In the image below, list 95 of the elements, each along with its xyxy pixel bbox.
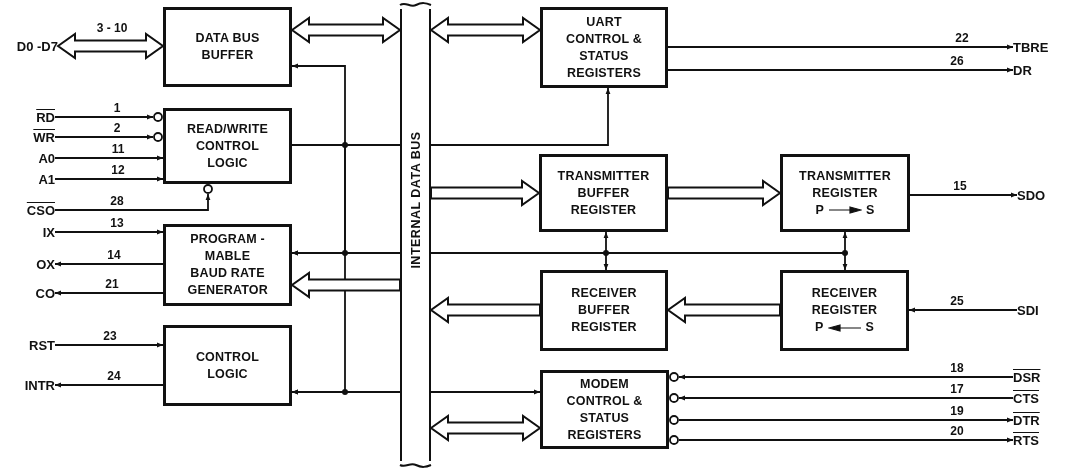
pin-number: 2 (113, 122, 121, 135)
pin-name: IX (42, 225, 55, 240)
block-label: RECEIVER BUFFER REGISTER (570, 285, 638, 336)
pin-name: D0 -D7 (16, 39, 58, 54)
bus-arrow (290, 16, 402, 44)
pin-number: 14 (107, 249, 121, 262)
inverted-signal-arrow (54, 112, 163, 122)
pin-number: 13 (110, 217, 124, 230)
block-label: UART CONTROL & STATUS REGISTERS (565, 13, 643, 82)
pin-name: DR (1013, 63, 1032, 78)
inverted-signal-arrow (669, 393, 1014, 403)
pin-number: 11 (111, 143, 125, 156)
pin-number: 15 (953, 180, 967, 193)
pin-number: 23 (103, 330, 117, 343)
mode-letter: P (815, 201, 824, 219)
bus-arrow (666, 296, 781, 324)
mode-letter: S (866, 201, 875, 219)
inverted-signal-arrow (669, 415, 1014, 425)
block-box (163, 325, 292, 406)
pin-number: 21 (105, 278, 119, 291)
pin-number: 1 (113, 102, 121, 115)
block-box (539, 154, 668, 232)
bus-arrow (56, 32, 165, 60)
signal-arrow (54, 382, 164, 388)
pin-number: 26 (950, 55, 964, 68)
inverted-signal-arrow (669, 372, 1014, 382)
mode-letter: P (814, 319, 824, 336)
signal-arrow (430, 87, 611, 146)
pin-name: CSO (26, 203, 55, 218)
inverted-signal-arrow (54, 132, 163, 142)
block-label: DATA BUS BUFFER (195, 30, 260, 64)
bus-arrow (429, 414, 542, 442)
pin-name: INTR (24, 378, 55, 393)
block-label: TRANSMITTER BUFFER REGISTER (556, 167, 651, 219)
pin-number: 12 (111, 164, 125, 177)
bus-arrow (290, 271, 401, 299)
block-label: CONTROL LOGIC (194, 348, 261, 383)
bus-arrow (430, 179, 541, 207)
block-box (540, 370, 669, 449)
inverted-signal-arrow (669, 435, 1014, 445)
pin-name: RTS (1013, 433, 1039, 448)
block-box (163, 224, 292, 306)
signal-arrow (430, 389, 541, 395)
pin-number: 3 - 10 (96, 22, 128, 35)
block-box (540, 270, 668, 351)
pin-number: 22 (955, 32, 969, 45)
signal-arrow (667, 44, 1014, 50)
pin-number: 28 (110, 195, 124, 208)
pin-number: 18 (950, 362, 964, 375)
bus-label: INTERNAL DATA BUS (408, 131, 423, 269)
block-box (780, 154, 910, 232)
pin-name: RST (29, 338, 55, 353)
block-label: MODEM CONTROL & STATUS REGISTERS (565, 375, 644, 444)
signal-arrow (908, 307, 1018, 313)
pin-number: 25 (950, 295, 964, 308)
pin-name: SDO (1017, 188, 1046, 203)
bus-arrow (429, 296, 541, 324)
signal-arrow (54, 342, 164, 348)
mode-letter: S (865, 319, 875, 336)
block-box (163, 108, 292, 184)
pin-number: 17 (950, 383, 964, 396)
pin-number: 19 (950, 405, 964, 418)
bus-band (400, 5, 431, 465)
pin-name: CO (35, 286, 55, 301)
pin-name: TBRE (1013, 40, 1049, 55)
bus-arrow (429, 16, 542, 44)
signal-arrow (54, 176, 164, 182)
signal-arrow (291, 250, 401, 256)
signal-arrow (291, 389, 401, 395)
inverted-signal-arrow (54, 184, 213, 211)
block-label: RECEIVER REGISTER (810, 285, 879, 319)
signal-arrow (54, 261, 164, 267)
block-box (540, 7, 668, 88)
block-box (163, 7, 292, 87)
block-label: TRANSMITTER REGISTER (798, 167, 892, 202)
pin-name: DSR (1013, 370, 1041, 385)
signal-arrow (667, 67, 1014, 73)
signal-arrow (54, 290, 164, 296)
pin-number: 20 (950, 425, 964, 438)
block-box (780, 270, 909, 351)
signal-arrow (909, 192, 1018, 198)
pin-name: CTS (1013, 391, 1039, 406)
block-label: READ/WRITE CONTROL LOGIC (185, 120, 270, 172)
pin-number: 24 (107, 370, 121, 383)
signal-arrow (54, 155, 164, 161)
pin-name: SDI (1017, 303, 1039, 318)
block-label: PROGRAM - MABLE BAUD RATE GENERATOR (187, 231, 268, 299)
bus-arrow (667, 179, 782, 207)
pin-name: RD (36, 110, 55, 125)
pin-name: DTR (1013, 413, 1040, 428)
pin-name: A0 (38, 151, 55, 166)
signal-arrow (54, 229, 164, 235)
pin-name: OX (36, 257, 55, 272)
pin-name: WR (33, 130, 55, 145)
pin-name: A1 (38, 172, 55, 187)
